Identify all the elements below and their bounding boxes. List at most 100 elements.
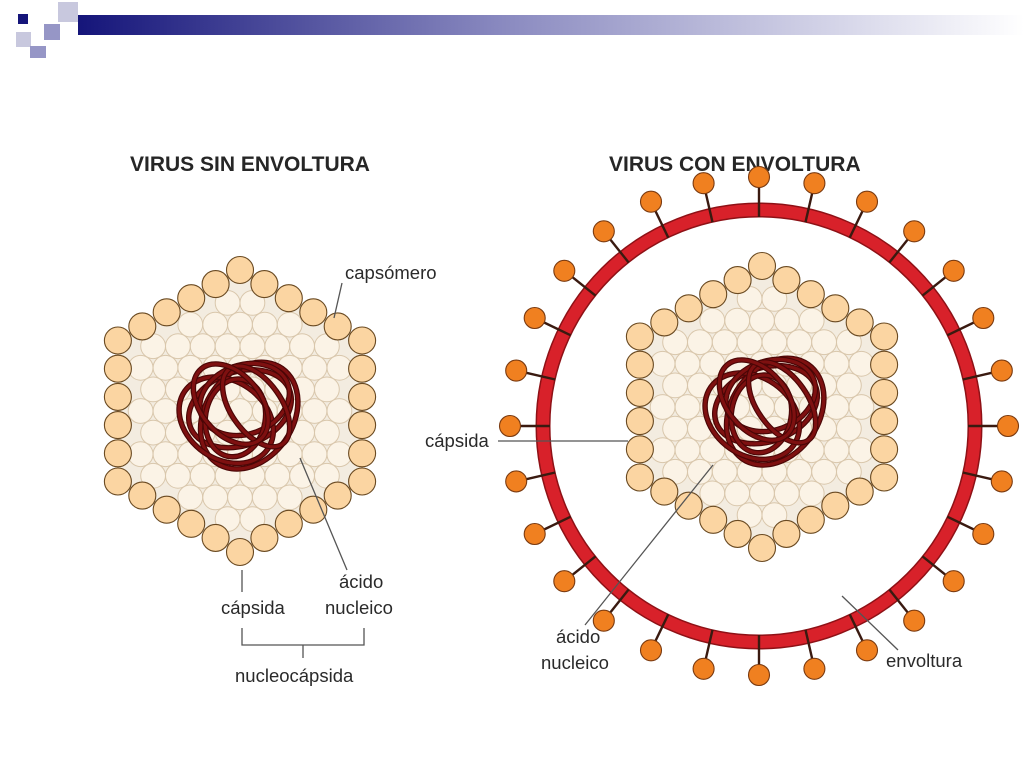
capsomere bbox=[128, 481, 157, 510]
inner-capsomere bbox=[848, 394, 875, 420]
inner-capsomere bbox=[773, 307, 800, 334]
capsomere bbox=[177, 284, 206, 313]
envelope-spike bbox=[523, 522, 546, 546]
envelope-spike-stalk bbox=[522, 370, 556, 381]
inner-capsomere bbox=[202, 484, 229, 511]
inner-capsomere bbox=[152, 354, 179, 381]
envelope-spike bbox=[803, 657, 826, 680]
capsomere bbox=[201, 523, 230, 552]
envelope-spike-stalk bbox=[569, 555, 597, 578]
title-virus-con-envoltura: VIRUS CON ENVOLTURA bbox=[609, 153, 861, 176]
inner-capsomere bbox=[251, 311, 278, 338]
label-capsomero: capsómero bbox=[345, 262, 437, 283]
envelope-spike bbox=[692, 172, 715, 195]
envelope-spike-stalk bbox=[540, 319, 572, 337]
inner-capsomere bbox=[674, 437, 701, 464]
nucleic-acid-strand bbox=[703, 371, 801, 462]
inner-capsomere bbox=[202, 311, 229, 338]
nucleic-acid bbox=[702, 355, 827, 468]
inner-capsomere bbox=[301, 398, 328, 424]
envelope-spike-stalk bbox=[848, 613, 866, 645]
inner-capsomere bbox=[189, 462, 216, 489]
capsomere bbox=[625, 463, 654, 492]
capsomere bbox=[348, 439, 377, 468]
inner-capsomere bbox=[251, 484, 278, 511]
inner-capsomere bbox=[823, 350, 850, 377]
capsomere bbox=[250, 523, 279, 552]
envelope-spike bbox=[803, 172, 826, 195]
capsomere bbox=[625, 350, 654, 379]
envelope-spike bbox=[903, 220, 926, 243]
inner-capsomere bbox=[749, 307, 775, 334]
capsomere bbox=[674, 491, 703, 520]
envelope-spike-stalk bbox=[703, 189, 714, 223]
nucleic-acid-strand bbox=[191, 362, 270, 446]
label-envoltura: envoltura bbox=[886, 650, 963, 671]
inner-capsomere bbox=[662, 415, 688, 442]
capsid bbox=[625, 251, 899, 563]
inner-capsomere bbox=[773, 480, 800, 507]
capsomere bbox=[650, 308, 679, 337]
envelope-spike bbox=[553, 570, 576, 593]
leader-lines bbox=[241, 282, 899, 658]
capsomere bbox=[699, 505, 728, 534]
envelope-spike bbox=[996, 414, 1020, 438]
capsomere bbox=[870, 463, 899, 492]
capsomere bbox=[103, 326, 132, 355]
envelope-spike bbox=[505, 470, 528, 493]
capsomere bbox=[348, 467, 377, 496]
inner-capsomere bbox=[687, 329, 713, 356]
inner-capsomere bbox=[276, 311, 303, 338]
bracket-nucleocapsida bbox=[241, 628, 365, 646]
header-square-mid bbox=[44, 24, 60, 40]
header-square-light bbox=[58, 2, 78, 22]
inner-capsomere bbox=[239, 333, 266, 360]
inner-capsomere bbox=[301, 441, 328, 468]
envelope-spike-stalk bbox=[652, 613, 670, 645]
capsomere bbox=[348, 382, 377, 411]
envelope-spike bbox=[692, 657, 715, 680]
inner-capsomere bbox=[711, 458, 738, 485]
inner-capsomere bbox=[823, 437, 850, 464]
inner-capsomere bbox=[699, 480, 726, 507]
inner-capsomere bbox=[811, 329, 837, 356]
capsomere bbox=[772, 519, 801, 548]
inner-capsomere bbox=[811, 458, 837, 485]
inner-capsomere bbox=[140, 419, 167, 446]
capsomere bbox=[225, 537, 255, 567]
capsomere bbox=[103, 411, 132, 440]
capsomere bbox=[299, 298, 328, 327]
header-square-light bbox=[16, 32, 31, 47]
inner-capsomere bbox=[227, 484, 253, 511]
capsomere bbox=[348, 354, 377, 383]
capsomere bbox=[870, 322, 899, 351]
inner-capsomere bbox=[786, 329, 813, 356]
capsomere bbox=[870, 350, 899, 379]
capsomere bbox=[323, 481, 352, 510]
inner-capsomere bbox=[264, 333, 291, 360]
inner-capsomere bbox=[674, 394, 701, 420]
nucleic-acid-strand bbox=[203, 377, 268, 459]
envelope-spike bbox=[990, 359, 1013, 382]
inner-capsomere bbox=[177, 311, 204, 338]
inner-capsomere bbox=[152, 441, 179, 468]
inner-capsomere bbox=[214, 333, 241, 360]
inner-capsomere bbox=[786, 458, 813, 485]
envelope-spike bbox=[972, 522, 995, 546]
capsomere bbox=[152, 495, 181, 524]
virus-without-envelope bbox=[103, 255, 377, 567]
envelope-spike bbox=[592, 609, 615, 632]
capsomere bbox=[723, 266, 752, 295]
envelope-spike bbox=[505, 359, 528, 382]
envelope-spike bbox=[553, 259, 576, 282]
envelope-spike-stalk bbox=[607, 588, 630, 616]
envelope-spike bbox=[592, 220, 615, 243]
capsomere bbox=[348, 411, 377, 440]
envelope-spike bbox=[855, 639, 879, 662]
inner-capsomere bbox=[823, 394, 850, 420]
capsomere bbox=[348, 326, 377, 355]
inner-capsomere bbox=[189, 333, 216, 360]
inner-capsomere bbox=[674, 350, 701, 377]
nucleic-acid-strand bbox=[717, 358, 796, 442]
